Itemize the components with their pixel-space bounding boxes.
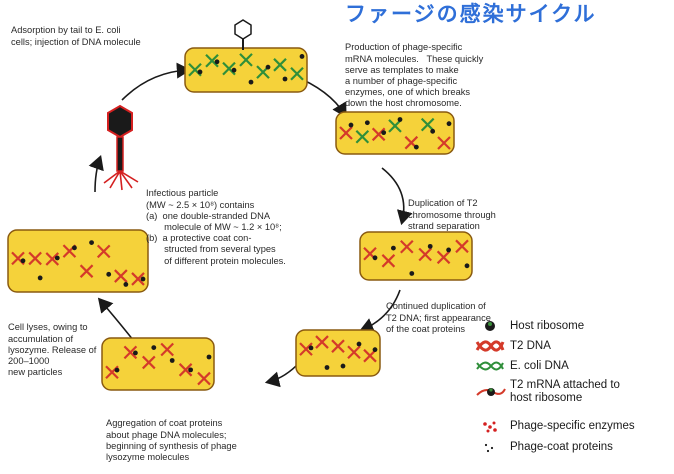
- phage-tail: [116, 136, 124, 172]
- legend-item-coat-proteins: Phage-coat proteins: [470, 437, 613, 457]
- cell-lysis: [7, 229, 149, 293]
- arrow-particle-to-adsorb: [121, 62, 192, 101]
- caption-infectious-particle: Infectious particle(MW ~ 2.5 × 10⁸) cont…: [146, 188, 286, 266]
- arrow-duplication-to-continued: [359, 289, 401, 333]
- legend-item-t2-dna: T2 DNA: [470, 336, 551, 356]
- cell-continued: [295, 329, 381, 377]
- legend-item-ecoli-dna: E. coli DNA: [470, 356, 569, 376]
- arrow-continued-to-aggregation: [264, 361, 301, 388]
- legend-item-host-ribosome: Host ribosome: [470, 316, 584, 336]
- phage-head: [107, 104, 133, 139]
- adsorbed-phage: [234, 19, 252, 50]
- cell-aggregation: [101, 337, 215, 391]
- infection-cycle-diagram: [7, 19, 473, 391]
- arrow-lysis-to-particle: [88, 154, 104, 193]
- cell-production: [335, 111, 455, 155]
- page-title-fragment: ファージの感染サイクル: [345, 2, 597, 26]
- cell-adsorption: [184, 47, 308, 93]
- arrow-production-to-duplication: [381, 167, 413, 226]
- phage-particle: [103, 104, 139, 191]
- t2-dna-icon: [475, 340, 505, 352]
- ecoli-dna-icon: [476, 361, 504, 371]
- phage-coat-proteins-icon: [484, 443, 494, 453]
- legend-item-phage-enzymes: Phage-specific enzymes: [470, 416, 635, 436]
- cell-duplication: [359, 231, 473, 281]
- phage-tail-fibers: [103, 170, 139, 191]
- t2-mrna-ribosome-icon: [476, 388, 506, 396]
- phage-enzymes-icon: [483, 421, 497, 433]
- legend-item-t2-mrna: T2 mRNA attached to host ribosome: [470, 378, 620, 406]
- host-ribosome-icon: [485, 321, 495, 331]
